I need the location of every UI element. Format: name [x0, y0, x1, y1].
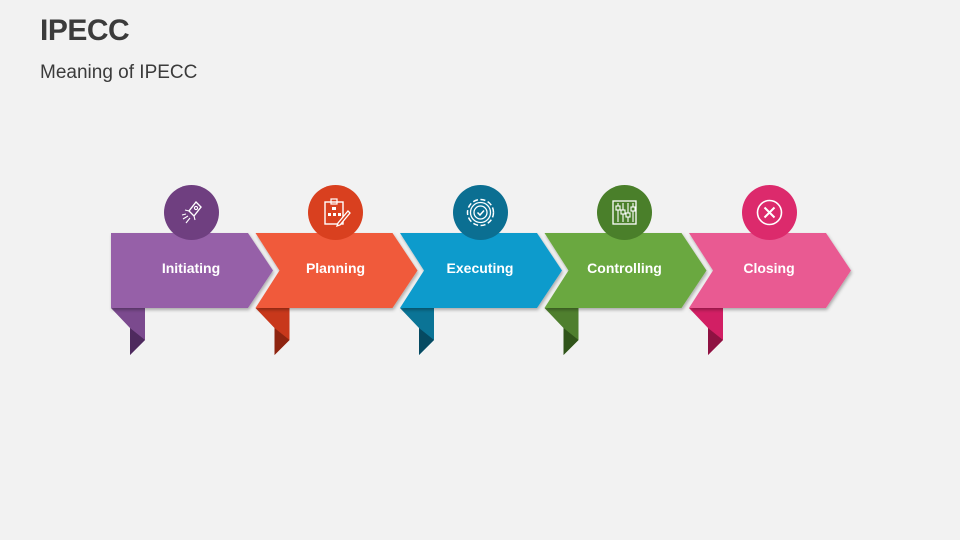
ribbon-tail	[400, 308, 434, 355]
step-icon-circle	[597, 185, 652, 240]
step-icon-circle	[452, 185, 508, 240]
step-arrow	[255, 233, 418, 308]
gear-check-icon	[466, 198, 494, 227]
ribbon-tail	[689, 308, 723, 355]
ribbon-tail	[544, 308, 579, 355]
sliders-icon	[612, 200, 637, 225]
page-subtitle: Meaning of IPECC	[40, 62, 198, 83]
step-label: Initiating	[161, 260, 221, 276]
step-label: Closing	[743, 260, 795, 276]
step-arrow	[689, 233, 851, 308]
close-circle-icon	[756, 199, 782, 226]
ribbon-tail	[111, 308, 145, 355]
step-icon-circle	[741, 185, 797, 240]
step-label: Controlling	[587, 260, 662, 276]
step-icon-circle	[163, 185, 219, 240]
step-arrow	[111, 233, 273, 308]
step-arrow	[544, 233, 707, 308]
step-arrow	[400, 233, 562, 308]
rocket-icon	[181, 200, 202, 224]
step-label: Executing	[446, 260, 514, 276]
step-icon-circle	[308, 185, 363, 240]
ribbon-tail	[255, 308, 290, 355]
page-title: IPECC	[40, 14, 130, 47]
step-label: Planning	[305, 260, 366, 276]
clipboard-plan-icon	[324, 198, 351, 228]
